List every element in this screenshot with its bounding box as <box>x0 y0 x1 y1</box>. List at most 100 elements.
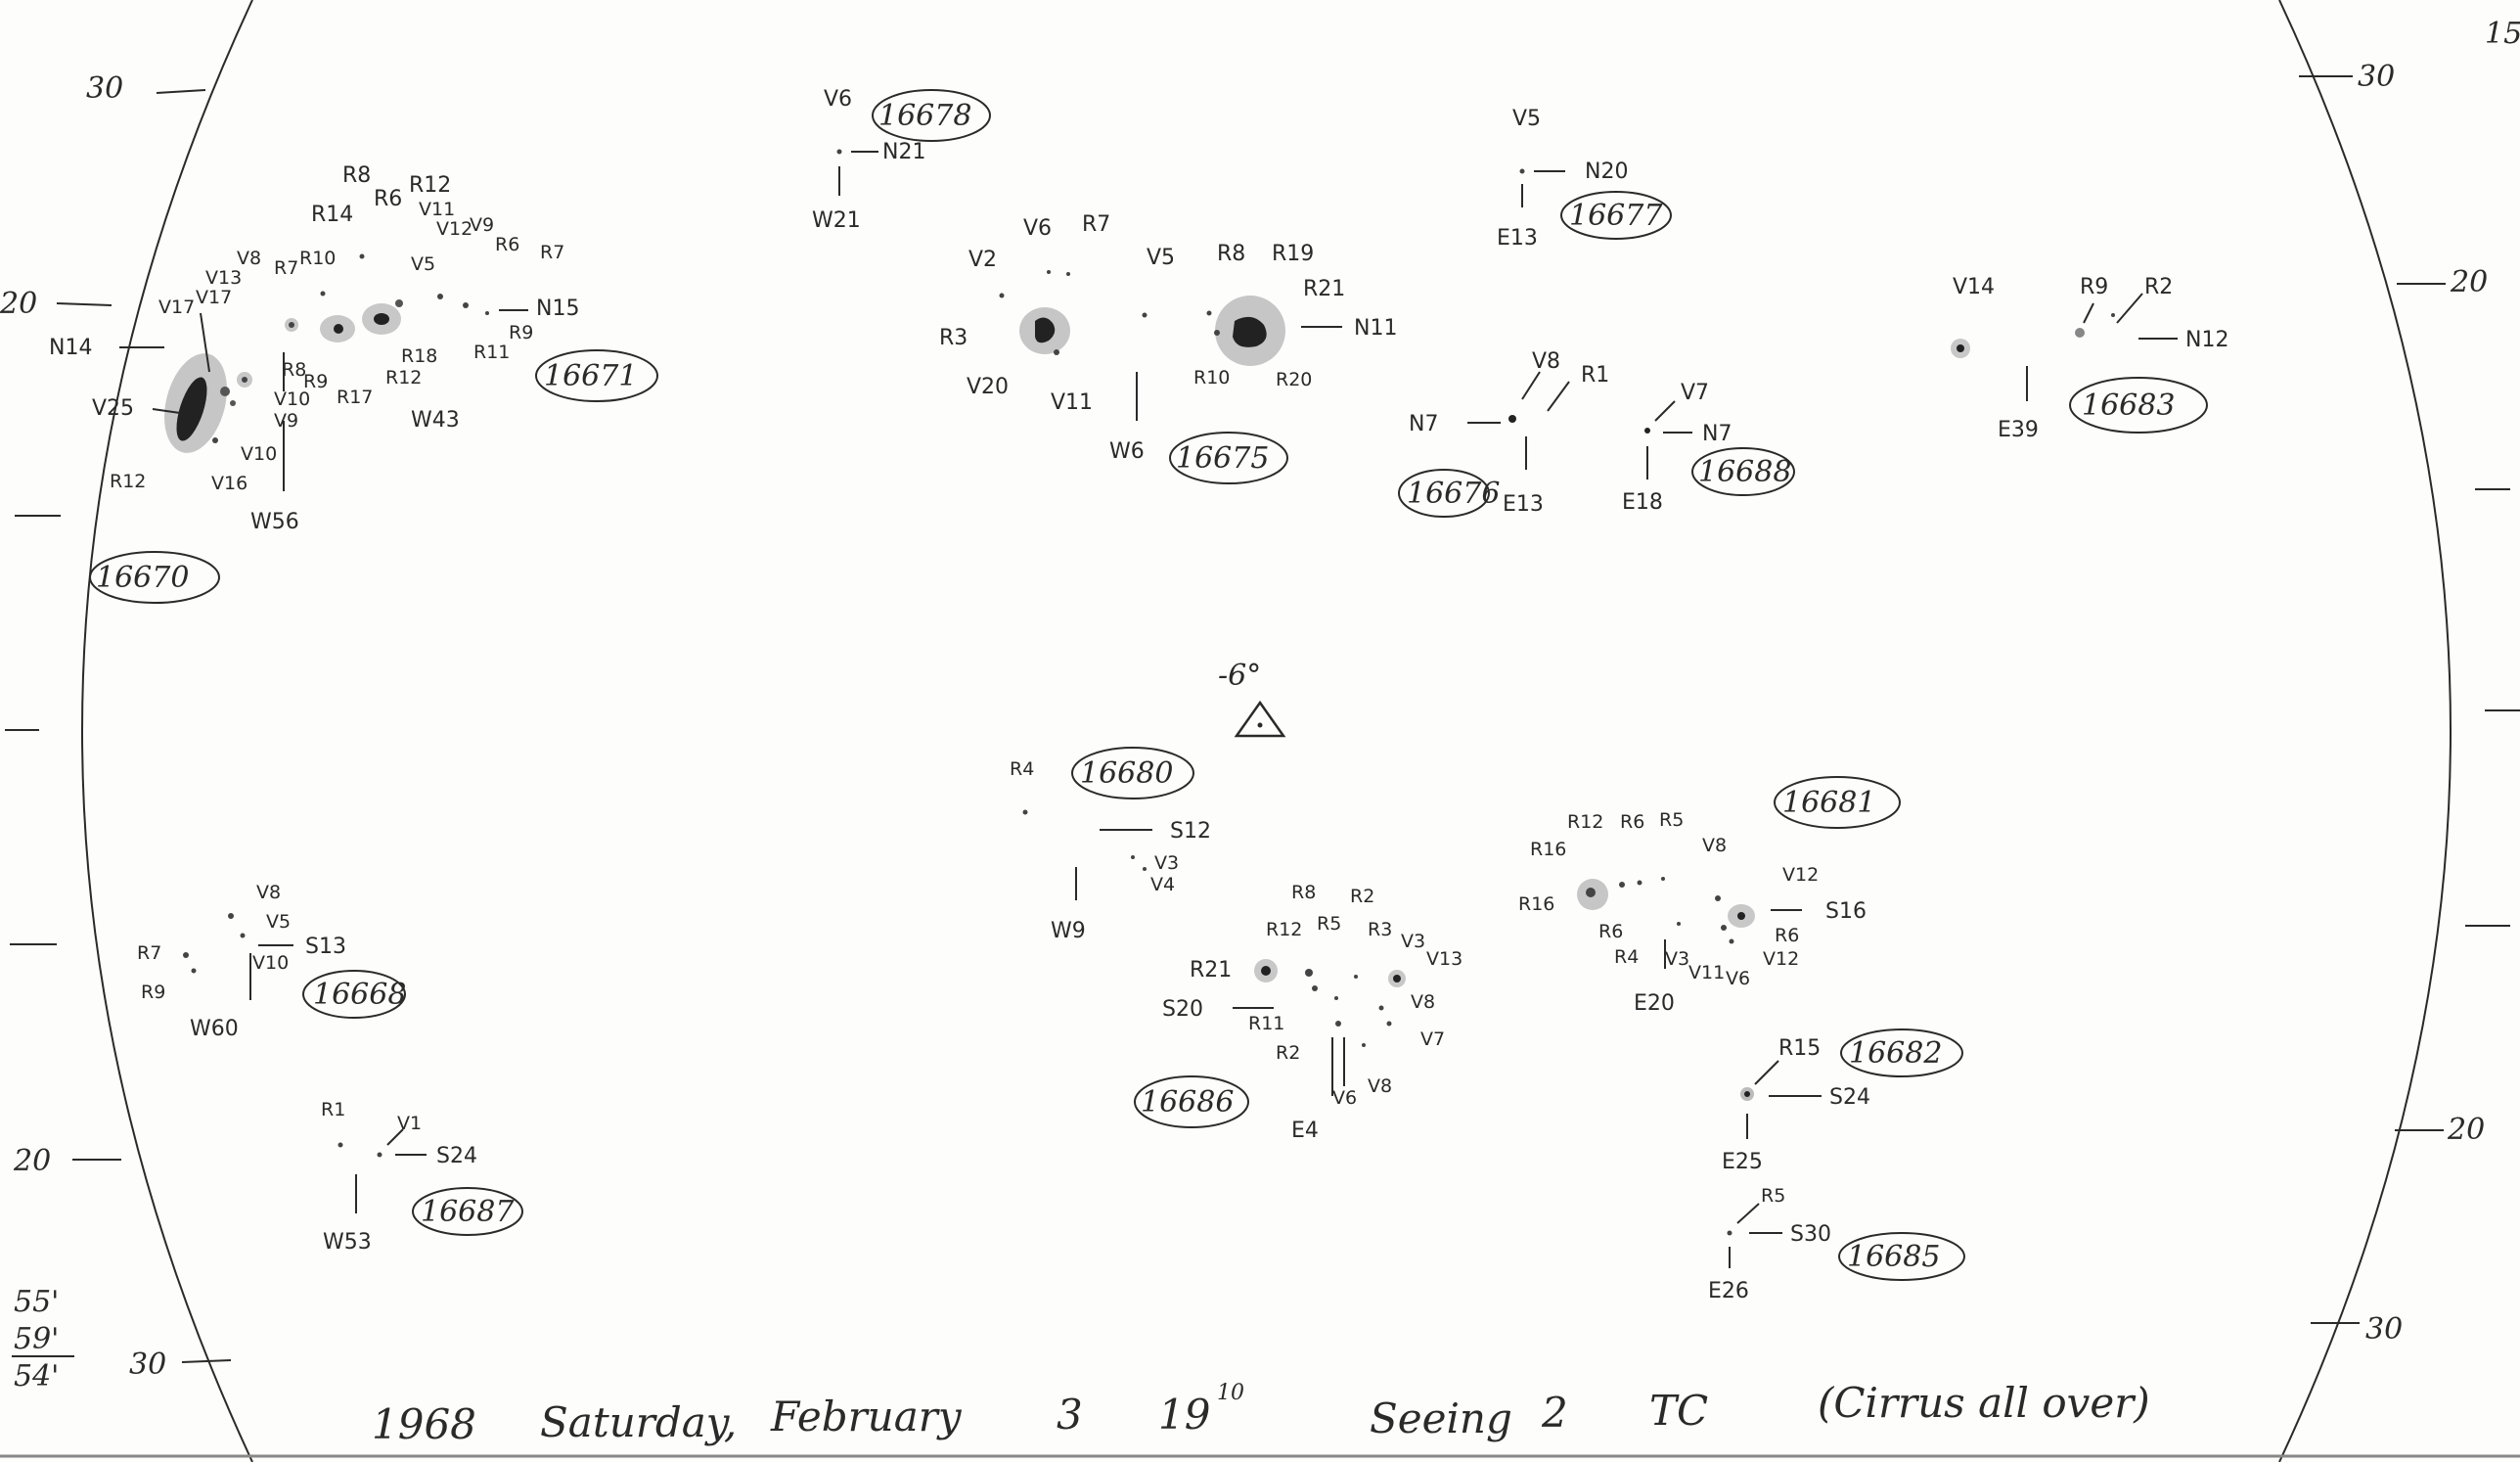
footer-seeing-value: 2 <box>1541 1389 1568 1437</box>
sunspot-group-16670: N14 V25 V17 V13 V8 V17 V10 V9 V10 V16 R1… <box>49 248 310 604</box>
solar-limb-left <box>81 0 253 1462</box>
sunspot-group-16668: V8 R7 V5 R9 V10 S13 W60 16668 <box>137 882 406 1041</box>
sunspot-group-16681: R12 R6 R5 R16 V8 V12 R16 S16 R6 R6 V12 R… <box>1518 776 1901 1016</box>
label-16675-5: R19 <box>1272 242 1314 266</box>
label-16676-0: N7 <box>1409 412 1438 436</box>
label-16681-12: V3 <box>1665 948 1689 970</box>
label-16685-1: S30 <box>1790 1222 1831 1247</box>
region-16688: 16688 <box>1698 455 1791 489</box>
label-16668-4: V10 <box>252 952 289 974</box>
corner-note-1: 55' <box>14 1285 59 1319</box>
label-16686-3: R5 <box>1317 913 1341 935</box>
label-16670-8: V10 <box>241 443 277 465</box>
label-16668-1: R7 <box>137 942 161 964</box>
label-16671-8: V12 <box>436 218 472 240</box>
label-16670-11: W56 <box>250 510 299 534</box>
label-16686-8: V8 <box>1411 991 1435 1013</box>
footer-observer: TC <box>1649 1387 1708 1435</box>
label-16680-0: R4 <box>1010 758 1034 780</box>
label-16677-0: V5 <box>1512 107 1541 131</box>
label-16681-9: R6 <box>1775 925 1799 946</box>
sunspot-group-16683: V14 R9 R2 N12 E39 16683 <box>1951 275 2228 442</box>
label-16675-11: R10 <box>1193 367 1230 388</box>
label-16670-7: V9 <box>274 410 298 432</box>
label-16671-2: R6 <box>374 187 402 211</box>
label-16671-1: R8 <box>342 163 371 188</box>
label-16681-10: V12 <box>1763 948 1799 970</box>
label-16686-13: V6 <box>1332 1087 1357 1109</box>
right-scale-30-bottom: 30 <box>2365 1312 2403 1347</box>
label-16680-2: V3 <box>1154 852 1179 874</box>
sunspot-group-16675: V2 V6 R7 V5 R8 R19 R21 N11 R3 V20 V11 R1… <box>939 212 1397 484</box>
corner-mark: 15 <box>2485 17 2520 51</box>
region-16683: 16683 <box>2082 388 2175 423</box>
label-16671-3: R12 <box>409 173 451 198</box>
right-scale-20-top: 20 <box>2450 265 2488 299</box>
label-16671-20: W43 <box>411 408 460 433</box>
label-16677-1: N20 <box>1585 160 1628 184</box>
sunspot-group-16685: R5 S30 E26 16685 <box>1708 1185 1965 1303</box>
label-16670-6: V10 <box>274 388 310 410</box>
region-16677: 16677 <box>1569 199 1663 233</box>
label-16687-2: S24 <box>436 1144 477 1168</box>
label-16686-4: R3 <box>1368 919 1392 940</box>
footer-seeing-word: Seeing <box>1370 1394 1512 1442</box>
sunspot-group-16682: R15 S24 E25 16682 <box>1722 1028 1963 1174</box>
label-16681-13: V11 <box>1688 962 1725 983</box>
sunspot-group-16688: V7 N7 E18 16688 <box>1622 381 1795 515</box>
label-16671-16: R18 <box>401 345 437 367</box>
label-16670-1: V25 <box>92 396 134 421</box>
label-16675-12: R20 <box>1276 369 1312 390</box>
label-16675-6: R21 <box>1303 277 1345 301</box>
footer-time-super: 10 <box>1217 1381 1244 1405</box>
label-16681-15: E20 <box>1634 991 1675 1016</box>
label-16681-4: V8 <box>1702 835 1727 856</box>
sunspot-group-16680: R4 S12 V3 V4 W9 16680 <box>1010 747 1211 943</box>
disk-center-marker: -6° <box>1218 659 1286 738</box>
region-16676: 16676 <box>1407 477 1500 511</box>
label-16685-2: E26 <box>1708 1279 1749 1303</box>
region-16680: 16680 <box>1080 756 1173 791</box>
label-16671-10: R6 <box>495 234 519 255</box>
region-16687: 16687 <box>421 1195 515 1229</box>
left-scale-30-top: 30 <box>86 71 123 106</box>
label-16678-0: V6 <box>824 87 852 112</box>
label-16671-7: V5 <box>411 253 435 275</box>
label-16676-1: V8 <box>1532 349 1560 374</box>
label-16675-4: R8 <box>1217 242 1245 266</box>
footer-month: February <box>770 1393 963 1440</box>
label-16676-3: E13 <box>1503 492 1544 517</box>
label-16681-7: S16 <box>1825 899 1867 924</box>
label-16686-9: S20 <box>1162 997 1203 1022</box>
label-16681-11: R4 <box>1614 946 1639 968</box>
label-16671-19: R9 <box>509 322 533 343</box>
label-16668-5: S13 <box>305 935 346 959</box>
label-16670-10: R12 <box>110 471 146 492</box>
right-scale-20-bottom: 20 <box>2447 1113 2485 1147</box>
footer-note: (Cirrus all over) <box>1818 1379 2150 1427</box>
right-scale: 30 20 20 30 <box>2299 60 2520 1347</box>
label-16687-3: W53 <box>323 1230 372 1255</box>
label-16670-4: V8 <box>237 248 261 269</box>
label-16671-17: R12 <box>385 367 422 388</box>
label-16681-8: R6 <box>1598 921 1623 942</box>
region-16681: 16681 <box>1782 786 1875 820</box>
region-16670: 16670 <box>96 561 189 595</box>
label-16675-8: R3 <box>939 326 968 350</box>
label-16681-2: R5 <box>1659 809 1684 831</box>
label-16686-7: V13 <box>1426 948 1462 970</box>
label-16671-14: R9 <box>303 371 328 392</box>
label-16682-2: E25 <box>1722 1150 1763 1174</box>
region-16685: 16685 <box>1847 1240 1940 1274</box>
sunspot-group-16678: V6 N21 W21 16678 <box>812 87 991 233</box>
label-16683-0: V14 <box>1953 275 1995 299</box>
left-scale-20-bottom: 20 <box>13 1144 51 1178</box>
footer-year: 1968 <box>372 1400 476 1448</box>
label-16675-1: V6 <box>1023 216 1052 241</box>
label-16681-0: R12 <box>1567 811 1603 833</box>
label-16675-3: V5 <box>1147 246 1175 270</box>
region-16671: 16671 <box>544 359 637 393</box>
label-16681-5: V12 <box>1782 864 1819 886</box>
footer-time: 19 <box>1158 1391 1210 1439</box>
label-16686-14: V8 <box>1368 1075 1392 1097</box>
